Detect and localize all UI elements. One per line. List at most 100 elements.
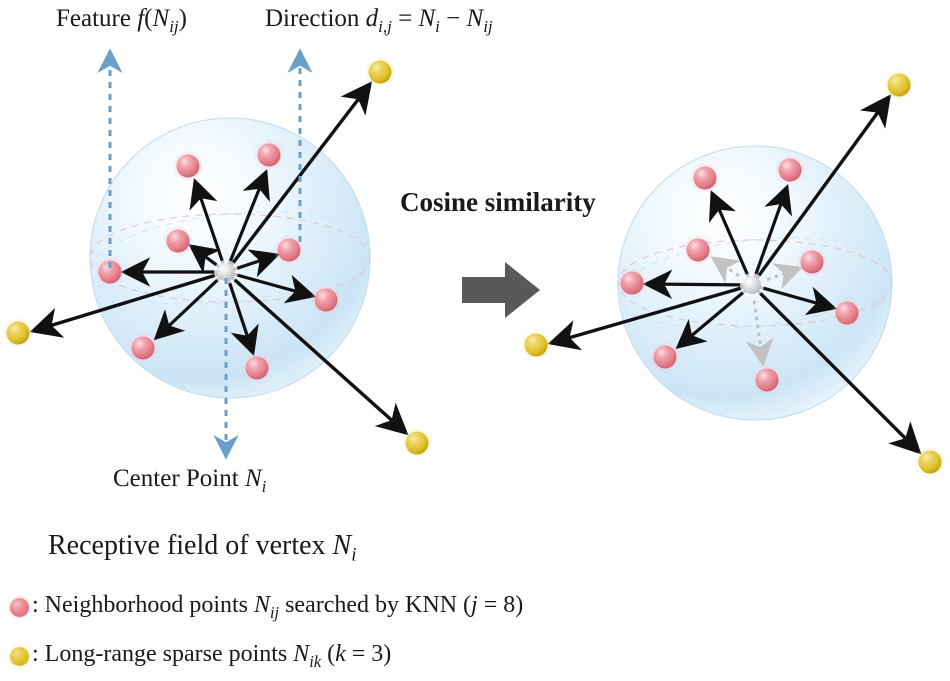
- legend-neighborhood-subscript: ij: [270, 602, 280, 622]
- legend-neighborhood-param-value: = 8): [477, 592, 524, 618]
- neighborhood-point: [253, 139, 285, 171]
- equator-ellipse-left-secondary: [90, 211, 370, 305]
- legend-long-range-param-value: = 3): [345, 641, 392, 667]
- long-range-arrow-right-3: [750, 283, 922, 455]
- pruned-arrow-right-2: [751, 263, 803, 290]
- direction-label-d: d: [365, 5, 379, 32]
- legend-neighborhood-suffix: searched by KNN (: [279, 592, 472, 618]
- neighborhood-arrow-right-5: [642, 269, 753, 299]
- direction-label-n2: N: [466, 5, 484, 32]
- neighborhood-arrow-right-7: [675, 283, 754, 350]
- legend-long-range-symbol: N: [293, 641, 310, 667]
- neighborhood-arrow-left-2: [224, 169, 270, 273]
- direction-label-equals: =: [391, 5, 419, 32]
- neighborhood-arrow-right-1: [708, 190, 754, 286]
- long-range-arrows-left: [29, 81, 409, 436]
- long-range-point: [914, 446, 946, 478]
- feature-label-f: f: [137, 5, 145, 32]
- legend-long-range-param: k: [335, 641, 346, 667]
- direction-label-d-subscript: i,j: [378, 17, 392, 36]
- long-range-arrow-left-1: [224, 81, 373, 274]
- figure-caption: Receptive field of vertex Ni: [48, 532, 357, 565]
- feature-label-subscript: ij: [169, 17, 179, 36]
- long-range-point: [401, 427, 433, 459]
- cosine-similarity-block-arrow: [462, 262, 540, 318]
- long-range-arrow-right-1: [750, 94, 892, 287]
- feature-label-paren-close: ): [178, 5, 187, 32]
- center-point-label-prefix: Center Point: [113, 465, 245, 492]
- legend-long-range-subscript: ik: [309, 651, 322, 671]
- panel-after-sphere: [617, 145, 893, 421]
- neighborhood-point: [682, 234, 714, 266]
- neighborhood-arrow-left-8: [224, 271, 259, 357]
- legend-neighborhood-prefix: : Neighborhood points: [32, 592, 254, 618]
- neighborhood-point: [172, 150, 204, 182]
- neighborhood-point: [689, 162, 721, 194]
- neighborhood-points-left: [94, 139, 342, 384]
- long-range-arrow-right-2: [547, 283, 753, 351]
- feature-label: Feature f(Nij): [56, 6, 187, 35]
- legend-long-range-prefix: : Long-range sparse points: [32, 641, 294, 667]
- neighborhood-arrow-left-7: [153, 270, 228, 341]
- neighborhood-point: [162, 225, 194, 257]
- cosine-similarity-label: Cosine similarity: [400, 187, 596, 217]
- pruned-arrow-right-1: [710, 256, 753, 287]
- legend-long-range-text: : Long-range sparse points Nik (k = 3): [32, 641, 391, 672]
- feature-label-n: N: [152, 5, 170, 32]
- pruned-arrow-right-3: [745, 284, 774, 367]
- direction-label: Direction di,j = Ni − Nij: [265, 6, 493, 35]
- long-range-points-right: [520, 69, 946, 478]
- legend-long-range-suffix: (: [321, 641, 336, 667]
- long-range-point: [520, 329, 552, 361]
- center-point-right: [740, 273, 764, 297]
- neighborhood-point: [273, 234, 305, 266]
- feature-label-paren-open: (: [144, 5, 153, 32]
- neighborhood-point: [796, 246, 828, 278]
- neighborhood-point: [310, 284, 342, 316]
- neighborhood-point: [774, 154, 806, 186]
- neighborhood-point: [751, 364, 783, 396]
- neighborhood-arrow-left-6: [225, 270, 317, 304]
- neighborhood-point: [127, 332, 159, 364]
- neighborhood-point: [616, 267, 648, 299]
- feature-label-prefix: Feature: [56, 5, 138, 32]
- legend-neighborhood-symbol: N: [254, 592, 271, 618]
- direction-label-minus: −: [439, 5, 467, 32]
- receptive-field-sphere-right: [617, 145, 893, 421]
- neighborhood-point: [649, 341, 681, 373]
- long-range-arrows-right: [547, 94, 922, 455]
- long-range-point: [2, 317, 34, 349]
- neighborhood-arrows-right: [642, 183, 838, 350]
- direction-label-prefix: Direction: [265, 5, 366, 32]
- legend-item-neighborhood: : Neighborhood points Nij searched by KN…: [10, 592, 523, 623]
- yellow-dot-icon: [10, 646, 29, 666]
- legend-item-long-range: : Long-range sparse points Nik (k = 3): [10, 641, 391, 672]
- center-point-label-n: N: [244, 465, 262, 492]
- figure-caption-prefix: Receptive field of vertex: [48, 530, 333, 561]
- long-range-arrow-left-2: [29, 270, 227, 338]
- center-point-label: Center Point Ni: [113, 466, 266, 495]
- direction-label-n1: N: [418, 5, 436, 32]
- neighborhood-point: [94, 256, 126, 288]
- long-range-point: [883, 69, 915, 101]
- equator-ellipse-right: [617, 239, 893, 327]
- neighborhood-arrow-right-6: [751, 283, 838, 316]
- neighborhood-point: [241, 352, 273, 384]
- neighborhood-arrows-left: [120, 169, 317, 357]
- long-range-points-left: [2, 56, 433, 459]
- long-range-point: [364, 56, 396, 88]
- neighborhood-arrow-right-2: [750, 183, 793, 286]
- pruned-arrows-right: [710, 256, 803, 367]
- long-range-arrow-left-3: [224, 270, 409, 436]
- guide-arrows-left: [97, 48, 313, 460]
- pink-dot-icon: [10, 597, 29, 617]
- neighborhood-point: [831, 297, 863, 329]
- neighborhood-points-right: [616, 154, 863, 396]
- neighborhood-arrow-left-3: [188, 244, 227, 274]
- legend-neighborhood-text: : Neighborhood points Nij searched by KN…: [32, 592, 523, 623]
- neighborhood-arrow-left-1: [189, 177, 228, 273]
- figure-caption-subscript: i: [351, 544, 357, 566]
- equator-ellipse-left: [89, 213, 371, 303]
